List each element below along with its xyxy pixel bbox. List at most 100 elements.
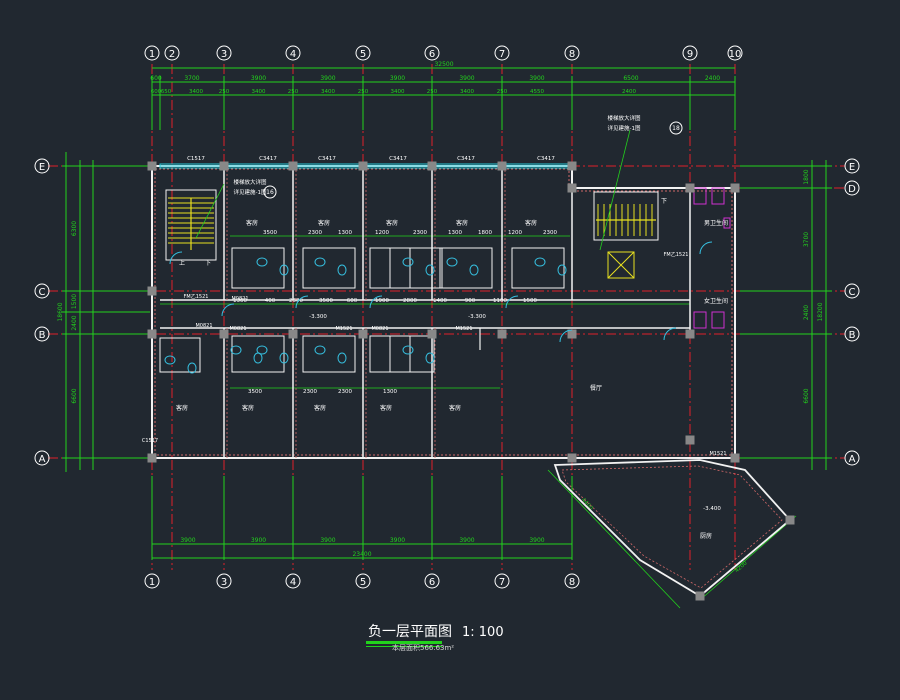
toilet-3 — [469, 264, 479, 276]
outer-wall-hatch — [154, 168, 733, 456]
toilet-6 — [279, 352, 289, 364]
sink-8 — [402, 345, 414, 355]
callout-sub-1: 详见建施-1图 — [608, 124, 641, 132]
bath-box-n-5 — [511, 247, 565, 289]
dim-top-r2-6: 3400 — [321, 89, 335, 95]
door-arc-6 — [559, 329, 573, 343]
level-2: -3.400 — [703, 506, 721, 512]
dim-top-r1-3: 3900 — [320, 75, 335, 82]
dim-int-17: 900 — [465, 298, 476, 304]
dim-left-r-0: 6300 — [71, 221, 78, 236]
level-0: -3.300 — [309, 314, 327, 320]
dim-left-r-2: 2400 — [71, 315, 78, 330]
axis-left-E-label: E — [39, 162, 45, 173]
dim-top-r2-9: 250 — [427, 89, 438, 95]
axis-top-3-circle — [216, 45, 232, 61]
axis-bottom-8-circle — [564, 573, 580, 589]
dim-int-6: 1800 — [478, 230, 492, 236]
toilet-magenta-3 — [711, 311, 725, 329]
axis-top-4-circle — [285, 45, 301, 61]
window-label-0: C1517 — [187, 156, 205, 162]
callout-leader-1 — [195, 183, 225, 239]
room-label-2: 客房 — [386, 219, 398, 227]
door-label-6: M1521 — [455, 326, 472, 332]
room-label-8: 客房 — [380, 404, 392, 412]
dim-top-r2-3: 250 — [219, 89, 230, 95]
callout-leader-2 — [599, 129, 631, 251]
callout-text-1: 楼梯放大详图 — [607, 114, 641, 122]
dim-right-r-0: 1800 — [803, 169, 810, 184]
dim-int-11: 2300 — [289, 298, 303, 304]
bath-box-n-3 — [389, 247, 443, 289]
sink-4 — [534, 257, 546, 267]
dim-top-r2-11: 250 — [497, 89, 508, 95]
bath-box-s-4 — [389, 335, 435, 373]
dim-int-12: 3500 — [319, 298, 333, 304]
axis-top-7-label: 7 — [499, 49, 505, 60]
room-label-1: 客房 — [318, 219, 330, 227]
dim-right-r-3: 6600 — [803, 388, 810, 403]
dim-left-r-1: 1500 — [71, 294, 78, 309]
window-label-1: C3417 — [259, 156, 277, 162]
axis-bottom-5-circle — [355, 573, 371, 589]
dim-left-r-3: 6600 — [71, 388, 78, 403]
room-label-9: 客房 — [449, 404, 461, 412]
dim-int-7: 1200 — [508, 230, 522, 236]
column-8 — [685, 183, 695, 193]
column-15 — [427, 329, 437, 339]
dim-top-r2-8: 3400 — [391, 89, 405, 95]
room-label-11: 厨房 — [700, 532, 712, 540]
door-label-3: M0821 — [229, 326, 246, 332]
axis-right-B-label: B — [849, 330, 856, 341]
axis-right-E-circle — [844, 158, 860, 174]
axis-top-1-label: 1 — [149, 49, 155, 60]
dim-int-3: 1200 — [375, 230, 389, 236]
column-4 — [427, 161, 437, 171]
dim-bottom-total: 23400 — [352, 551, 371, 558]
axis-bottom-1-circle — [144, 573, 160, 589]
room-label-5: 客房 — [176, 404, 188, 412]
dim-bottom-r-5: 3900 — [529, 537, 544, 544]
column-24 — [685, 435, 695, 445]
axis-left-A-circle — [34, 450, 50, 466]
stair-west-box — [165, 189, 217, 261]
axis-right-D-label: D — [848, 184, 856, 195]
dim-bottom-r-2: 3900 — [320, 537, 335, 544]
kitchen-dim-2: 4200 — [734, 560, 749, 574]
stair-mark-1: 下 — [205, 260, 211, 267]
toilet-0 — [279, 264, 289, 276]
column-11 — [147, 329, 157, 339]
door-arc-2 — [295, 295, 309, 309]
dim-top-r1-4: 3900 — [390, 75, 405, 82]
dim-bottom-r-1: 3900 — [251, 537, 266, 544]
axis-left-A-label: A — [39, 454, 46, 465]
axis-bottom-4-circle — [285, 573, 301, 589]
axis-top-2-circle — [164, 45, 180, 61]
dim-int-5: 1300 — [448, 230, 462, 236]
dim-int-15: 2800 — [403, 298, 417, 304]
column-5 — [497, 161, 507, 171]
toilet-magenta-0 — [693, 187, 707, 205]
grid-lines — [48, 64, 845, 570]
toilet-magenta-4 — [723, 217, 731, 229]
title-underline — [366, 641, 442, 644]
bath-box-s-1 — [231, 335, 285, 373]
drawing-title-text: 负一层平面图 — [368, 624, 452, 640]
column-22 — [695, 591, 705, 601]
sink-7 — [314, 345, 326, 355]
axis-top-10-circle — [727, 45, 743, 61]
axis-right-C-circle — [844, 283, 860, 299]
dim-top-r2-10: 3400 — [460, 89, 474, 95]
dim-top-r2-5: 250 — [288, 89, 299, 95]
door-label-2: M0821 — [195, 323, 212, 329]
dim-int-0: 3500 — [263, 230, 277, 236]
column-2 — [288, 161, 298, 171]
room-label-13: 女卫生间 — [704, 297, 728, 305]
room-label-6: 客房 — [242, 404, 254, 412]
column-20 — [567, 453, 577, 463]
axis-left-E-circle — [34, 158, 50, 174]
dim-int-2: 1300 — [338, 230, 352, 236]
column-3 — [358, 161, 368, 171]
